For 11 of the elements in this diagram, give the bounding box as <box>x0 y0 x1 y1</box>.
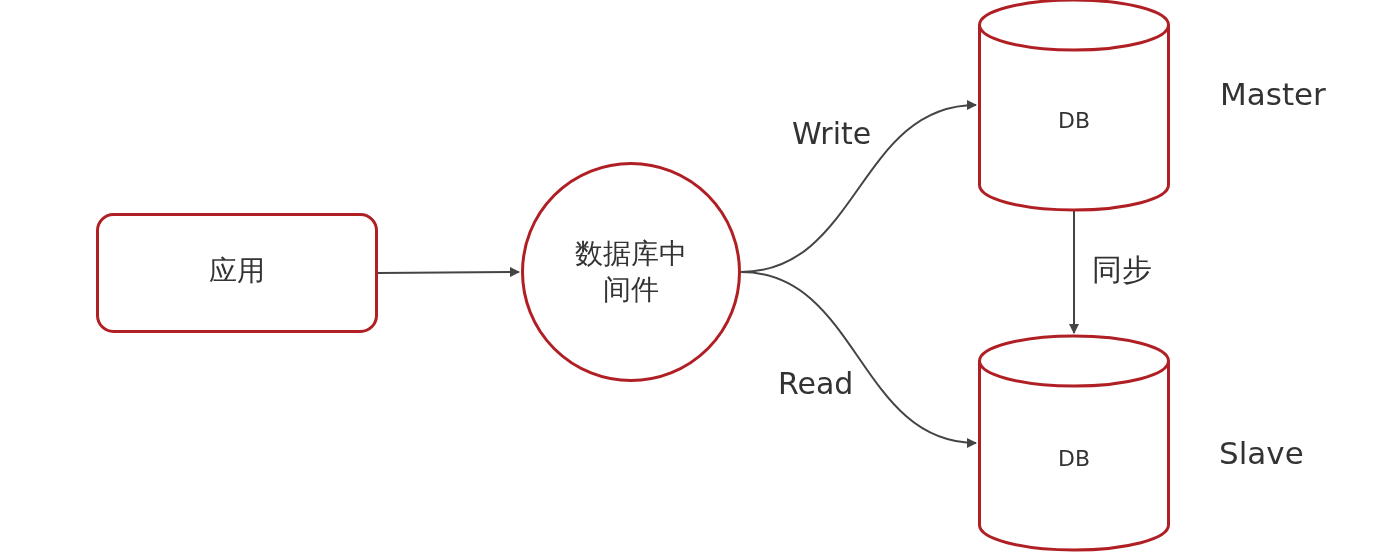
node-label: DB <box>1056 445 1091 473</box>
node-label: DB <box>1056 107 1091 135</box>
node-label: 应用 <box>208 253 266 288</box>
arrow <box>377 267 520 278</box>
middleware-circle <box>521 162 741 382</box>
process-box <box>96 213 378 333</box>
database-cylinder <box>978 336 1170 550</box>
database-cylinder <box>978 0 1170 210</box>
arrow <box>1069 209 1079 334</box>
arrow <box>740 271 977 447</box>
node-label: 数据库中间件 <box>574 236 688 308</box>
